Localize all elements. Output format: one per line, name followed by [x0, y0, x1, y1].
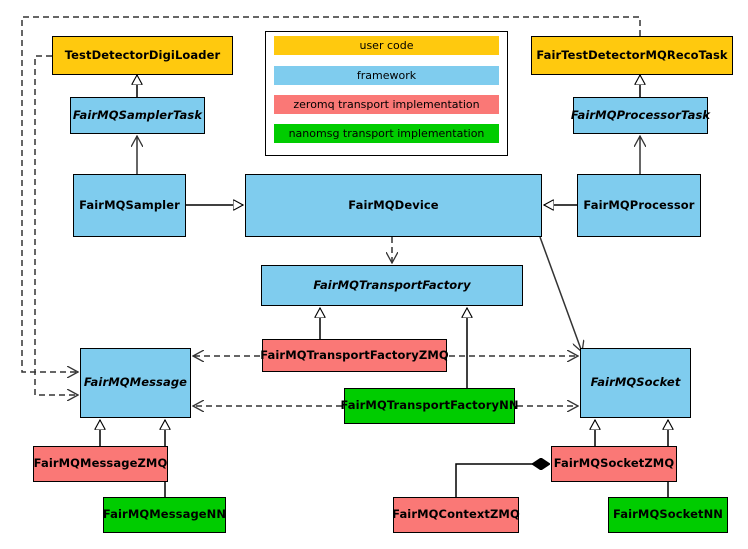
edge-recotask-to-message	[21, 16, 641, 372]
legend-item-user-code: user code	[274, 36, 499, 55]
class-node-fairmqsocketzmq[interactable]: FairMQSocketZMQ	[551, 446, 677, 482]
class-node-fairmqcontextzmq[interactable]: FairMQContextZMQ	[392, 497, 520, 533]
class-node-fairmqdevice[interactable]: FairMQDevice	[245, 174, 542, 237]
legend-item-nanomsg: nanomsg transport implementation	[274, 124, 499, 143]
class-node-fairmqsocket[interactable]: FairMQSocket	[580, 348, 691, 418]
class-node-fairmqmessagezmq[interactable]: FairMQMessageZMQ	[33, 446, 168, 482]
class-node-fairmqtransportfactoryzmq[interactable]: FairMQTransportFactoryZMQ	[260, 339, 449, 372]
class-node-fairmqmessagenn[interactable]: FairMQMessageNN	[103, 497, 226, 533]
class-node-fairmqsamplertask[interactable]: FairMQSamplerTask	[70, 97, 205, 134]
class-node-testdetectordigiloader[interactable]: TestDetectorDigiLoader	[52, 36, 233, 75]
legend-item-zeromq: zeromq transport implementation	[274, 95, 499, 114]
legend-item-framework: framework	[274, 66, 499, 85]
class-node-fairmqprocessortask[interactable]: FairMQProcessorTask	[571, 97, 710, 134]
class-node-fairmqtransportfactory[interactable]: FairMQTransportFactory	[261, 265, 523, 306]
class-node-fairmqtransportfactorynn[interactable]: FairMQTransportFactoryNN	[340, 388, 518, 424]
class-node-fairtestdetectormqrecotask[interactable]: FairTestDetectorMQRecoTask	[531, 36, 733, 75]
class-node-fairmqprocessor[interactable]: FairMQProcessor	[577, 174, 701, 237]
edge-device-to-socket	[539, 236, 582, 352]
class-node-fairmqsocketnn[interactable]: FairMQSocketNN	[608, 497, 728, 533]
class-node-fairmqmessage[interactable]: FairMQMessage	[80, 348, 191, 418]
class-node-fairmqsampler[interactable]: FairMQSampler	[73, 174, 186, 237]
